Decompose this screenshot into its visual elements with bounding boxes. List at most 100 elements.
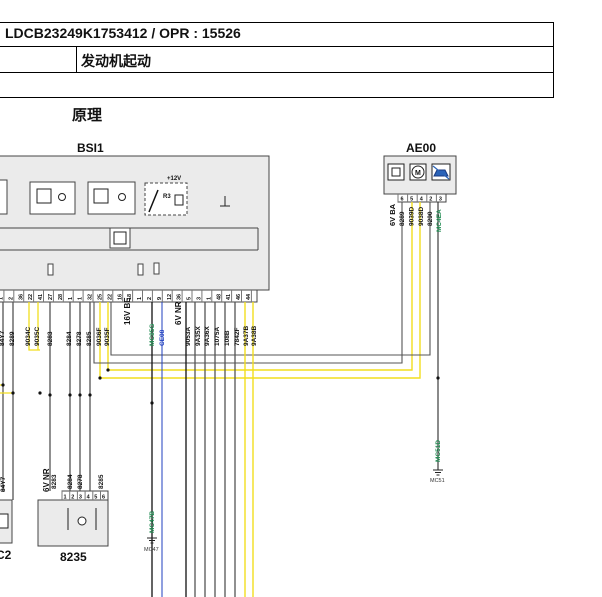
m8235-sensor-icon: [77, 516, 87, 526]
wire-junction-dot: [11, 391, 15, 395]
ae00-ecu-icon: [387, 163, 405, 181]
bsi1-pin-number: 27: [48, 294, 54, 300]
relay-label: R3: [163, 194, 171, 200]
c2-label: C2: [0, 548, 12, 562]
wire-junction-dot: [1, 383, 5, 387]
wire-junction-dot: [88, 393, 92, 397]
bsi1-chip-icon-2: [113, 231, 127, 245]
wire-label-mc51d: MC51D: [435, 440, 442, 462]
ae00-pin-number: 3: [439, 197, 442, 203]
wire-label-bsi-right: 9A38B: [251, 325, 258, 346]
wire-label-bsi-right: 1075A: [214, 327, 221, 346]
bsi1-ecu-icon: [36, 188, 52, 204]
section-title: 原理: [72, 107, 102, 124]
wire-label-ce08: CE08: [159, 329, 166, 346]
ae00-pin-number: 2: [429, 197, 432, 203]
ae00-pin-number: 6: [401, 197, 404, 203]
wire-9036f: [99, 202, 421, 379]
bsi1-pin-number: 16: [117, 294, 123, 300]
wire-junction-dot: [48, 393, 52, 397]
bsi1-pin-number: 1: [137, 297, 143, 300]
bsi1-component-a: [0, 179, 8, 215]
wire-label-bsi-left: 8283: [47, 331, 54, 346]
wire-label-6vnr: 6V NR: [174, 301, 183, 325]
bsi1-gear-icon-2: [118, 193, 126, 201]
header-row-title: 发动机起动: [0, 46, 554, 73]
wire-junction-dot: [78, 393, 82, 397]
relay-contact: [148, 189, 159, 213]
m8235-pin-number: 4: [87, 495, 91, 501]
wire-junction-dot: [106, 368, 110, 372]
wire-label-bsi-right: 9A35X: [195, 325, 202, 346]
wire-label-8235-group: 6V NR: [42, 468, 51, 492]
bsi1-pin-number: 28: [58, 294, 64, 300]
bsi1-pin-number: 25: [98, 294, 104, 300]
wire-junction-dot: [436, 376, 440, 380]
wire-label-bsi-right: 9A36X: [204, 325, 211, 346]
wire-label-mc51: MC51: [430, 478, 445, 484]
wire-junction-dot: [98, 376, 102, 380]
wire-ae00-8290: [110, 202, 431, 356]
wire-label-bsi-left: 8285: [86, 331, 93, 346]
bsi1-gear-icon: [58, 193, 66, 201]
m8235-label: 8235: [60, 550, 87, 564]
ae00-pin-number: 4: [420, 197, 424, 203]
bsi1-pin-number: 44: [246, 293, 252, 300]
wire-label-mc4ea: MC4EA: [436, 209, 443, 232]
ae00-label: AE00: [406, 141, 436, 155]
wire-label-6vbe: 16V BE: [123, 297, 132, 325]
bsi1-chip-icon: [93, 188, 109, 204]
bsi1-pin-number: 32: [88, 294, 94, 300]
bsi1-pin-number: 1: [78, 297, 84, 300]
bsi1-pin-number: 41: [38, 294, 44, 300]
wire-layer: [0, 202, 443, 597]
wire-label-8235: 8283: [51, 474, 58, 489]
wire-label-c2: 84Y7: [0, 476, 7, 492]
wire-label-bsi-left: 9036F: [96, 328, 103, 346]
bsi1-pin-number: 3: [197, 297, 203, 300]
relay-coil: [174, 194, 184, 206]
m8235-pin-number: 6: [102, 495, 105, 501]
bsi1-pin-number: 36: [18, 294, 24, 300]
wire-label-bsi-left: 8284: [66, 331, 73, 346]
ae00-motor-letter: M: [415, 170, 421, 177]
bsi1-connector: [0, 289, 258, 303]
wire-label-mc85g: MC85G: [149, 324, 156, 346]
wire-9035f: [107, 202, 413, 371]
wire-label-mc47: MC47: [144, 547, 159, 553]
m8235-pin-number: 2: [71, 495, 74, 501]
ae00-pin-number: 5: [410, 197, 413, 203]
bsi1-pin-number: 1: [0, 297, 5, 300]
bsi1-pin-number: 1: [68, 297, 74, 300]
bsi1-pin-number: 2: [8, 297, 14, 300]
bsi1-pin-number: 1: [206, 297, 212, 300]
wire-label-ae00: 9039D: [408, 207, 415, 226]
wire-label-bsi-right: 9053A: [185, 327, 192, 346]
wire-label-ae00: 8290: [427, 211, 434, 226]
c2-switch-icon: [0, 513, 9, 529]
wire-9034c: [28, 302, 40, 351]
header-divider: [76, 47, 77, 72]
wire-label-bsi-left: 9035F: [104, 328, 111, 346]
header-row-code: LDCB23249K1753412 / OPR : 15526: [0, 22, 554, 47]
wire-label-bsi-left: 84Y7: [0, 330, 6, 346]
m8235-module: [37, 499, 109, 547]
bsi1-module: [0, 155, 270, 291]
bsi1-pin-number: 46: [236, 294, 242, 300]
bsi1-pin-number: 5: [187, 297, 193, 300]
wire-label-8235: 8284: [67, 474, 74, 489]
wire-label-bsi-left: 9034C: [25, 327, 32, 346]
wire-label-ae00: 8289: [399, 211, 406, 226]
wire-junction-dot: [150, 401, 154, 405]
bsi1-pin-number: 9: [157, 297, 163, 300]
bsi1-label: BSI1: [77, 141, 104, 155]
m8235-pin-number: 3: [79, 495, 82, 501]
bsi1-pin-row: 1236224127281132252216181291236531484146…: [0, 290, 252, 302]
wire-label-bsi-right: 7842F: [234, 328, 241, 346]
wire-label-bsi-left: 8278: [76, 331, 83, 346]
header-row-empty: [0, 72, 554, 98]
